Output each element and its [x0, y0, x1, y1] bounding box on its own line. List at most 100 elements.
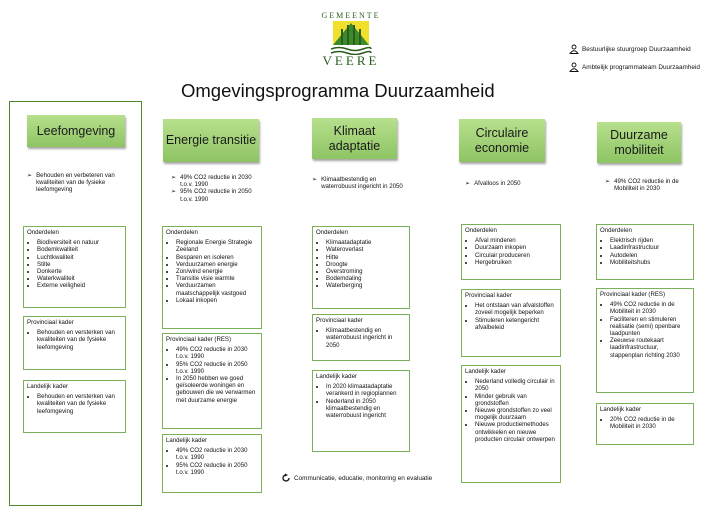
logo-bottom-text: VEERE	[322, 53, 380, 68]
list-item: Overstroming	[326, 268, 406, 275]
column-header-energie-transitie: Energie transitie	[163, 119, 259, 162]
goal-klimaat-adaptatie: ➢Klimaatbestendig en waterrobuust ingeri…	[312, 176, 410, 190]
list-item: 95% CO2 reductie in 2050 t.o.v. 1990	[176, 462, 258, 476]
column-header-leefomgeving: Leefomgeving	[27, 115, 125, 147]
card-title: Provinciaal kader	[465, 292, 512, 299]
list-item: 20% CO2 reductie in de Mobiliteit in 203…	[610, 416, 690, 430]
list-item: Hitte	[326, 254, 406, 261]
list-item: 49% CO2 reductie in 2030 t.o.v. 1990	[176, 346, 258, 360]
card-provinciaal-circulaire: Provinciaal kader Het ontstaan van afval…	[461, 289, 561, 357]
list-item: Het ontstaan van afvalstoffen zoveel mog…	[475, 302, 557, 316]
list-item: Besparen en isoleren	[176, 254, 258, 261]
column-header-duurzame-mobiliteit: Duurzame mobiliteit	[597, 122, 681, 163]
card-provinciaal-leefomgeving: Provinciaal kader Behouden en versterken…	[23, 316, 126, 370]
card-title: Onderdelen	[600, 227, 632, 234]
card-onderdelen-klimaat: Onderdelen Klimaatadaptatie Wateroverlas…	[312, 226, 410, 309]
goal-text: 49% CO2 reductie in de Mobiliteit in 203…	[614, 178, 679, 193]
arrow-icon: ➢	[171, 188, 177, 196]
list-item: Nederland in 2050 klimaatbestendig en wa…	[326, 398, 406, 420]
card-title: Provinciaal kader (RES)	[600, 291, 666, 298]
team-label: Bestuurlijke stuurgroep Duurzaamheid	[582, 45, 691, 53]
team-programmateam: Ambtelijk programmateam Duurzaamheid	[569, 62, 700, 72]
goal-text: 95% CO2 reductie in 2050 t.o.v. 1990	[180, 188, 252, 203]
card-title: Provinciaal kader (RES)	[166, 336, 232, 343]
list-item: In 2050 hebben we goed geïsoleerde wonin…	[176, 375, 258, 404]
list-item: Autodelen	[610, 252, 690, 259]
footer-communicatie: Communicatie, educatie, monitoring en ev…	[281, 473, 432, 483]
refresh-cycle-icon	[282, 473, 290, 482]
list-item: Circulair produceren	[475, 252, 557, 259]
card-provinciaal-mobiliteit: Provinciaal kader (RES) 49% CO2 reductie…	[596, 288, 694, 393]
arrow-icon: ➢	[605, 178, 611, 185]
list-item: Behouden en versterken van kwaliteiten v…	[37, 329, 122, 351]
list-item: Nieuwe grondstoffen zo veel mogelijk duu…	[475, 407, 557, 421]
card-landelijk-circulaire: Landelijk kader Nederland volledig circu…	[461, 365, 561, 483]
column-header-klimaat-adaptatie: Klimaat adaptatie	[312, 118, 397, 159]
list-item: 49% CO2 reductie in 2030 t.o.v. 1990	[176, 447, 258, 461]
list-item: Hergebruiken	[475, 259, 557, 266]
list-item: Lokaal inkopen	[176, 297, 258, 304]
list-item: Verduurzamen maatschappelijk vastgoed	[176, 282, 258, 296]
logo-top-text: GEMEENTE	[321, 11, 381, 20]
list-item: Stimuleren ketengericht afvalbeleid	[475, 317, 557, 331]
list-item: Faciliteren en stimuleren realisatie (se…	[610, 316, 690, 338]
list-item: In 2020 klimaatadaptatie verankerd in re…	[326, 383, 406, 397]
leefomgeving-outline	[9, 101, 142, 506]
card-landelijk-leefomgeving: Landelijk kader Behouden en versterken v…	[23, 380, 126, 433]
card-title: Onderdelen	[465, 227, 497, 234]
card-title: Onderdelen	[166, 229, 198, 236]
card-landelijk-mobiliteit: Landelijk kader 20% CO2 reductie in de M…	[596, 403, 694, 445]
card-title: Landelijk kader	[166, 437, 207, 444]
list-item: Transitie visie warmte	[176, 275, 258, 282]
column-header-circulaire-economie: Circulaire economie	[459, 119, 545, 162]
card-provinciaal-energie: Provinciaal kader (RES) 49% CO2 reductie…	[162, 333, 262, 429]
list-item: Minder gebruik van grondstoffen	[475, 393, 557, 407]
list-item: Mobiliteitshubs	[610, 259, 690, 266]
goal-leefomgeving: ➢Behouden en verbeteren van kwaliteiten …	[27, 172, 127, 194]
list-item: Bodemkwaliteit	[37, 246, 122, 253]
list-item: Duurzaam inkopen	[475, 244, 557, 251]
list-item: Verduurzamen energie	[176, 261, 258, 268]
arrow-icon: ➢	[27, 172, 33, 179]
goal-text: Afvalloos in 2050	[474, 180, 521, 187]
list-item: Bodemdaling	[326, 275, 406, 282]
arrow-icon: ➢	[465, 180, 471, 187]
list-item: Laadinfrastructuur	[610, 244, 690, 251]
goal-text: Klimaatbestendig en waterrobuust ingeric…	[321, 176, 403, 191]
list-item: Behouden en versterken van kwaliteiten v…	[37, 393, 122, 415]
card-landelijk-klimaat: Landelijk kader In 2020 klimaatadaptatie…	[312, 370, 410, 452]
list-item: Stilte	[37, 261, 122, 268]
list-item: Klimaatadaptatie	[326, 239, 406, 246]
list-item: Elektrisch rijden	[610, 237, 690, 244]
card-onderdelen-leefomgeving: Onderdelen Biodiversiteit en natuur Bode…	[23, 226, 126, 308]
card-title: Provinciaal kader	[316, 317, 363, 324]
list-item: Nieuwe productiemethodes ontwikkelen en …	[475, 421, 557, 443]
team-label: Ambtelijk programmateam Duurzaamheid	[582, 63, 700, 71]
arrow-icon: ➢	[312, 176, 318, 183]
list-item: Waterkwaliteit	[37, 275, 122, 282]
card-onderdelen-energie: Onderdelen Regionale Energie Strategie Z…	[162, 226, 262, 329]
list-item: Luchtkwaliteit	[37, 254, 122, 261]
goal-energie-transitie: ➢49% CO2 reductie in 2030 t.o.v. 1990 ➢9…	[171, 174, 261, 203]
list-item: Waterberging	[326, 282, 406, 289]
goal-circulaire-economie: ➢Afvalloos in 2050	[465, 180, 560, 187]
list-item: Zon/wind energie	[176, 268, 258, 275]
list-item: Biodiversiteit en natuur	[37, 239, 122, 246]
list-item: Afval minderen	[475, 237, 557, 244]
goal-text: 49% CO2 reductie in 2030 t.o.v. 1990	[180, 174, 252, 189]
goal-duurzame-mobiliteit: ➢49% CO2 reductie in de Mobiliteit in 20…	[605, 178, 697, 192]
list-item: Nederland volledig circulair in 2050	[475, 378, 557, 392]
card-title: Landelijk kader	[316, 373, 357, 380]
card-title: Landelijk kader	[600, 406, 641, 413]
list-item: Droogte	[326, 261, 406, 268]
list-item: 49% CO2 reductie in de Mobiliteit in 203…	[610, 301, 690, 315]
card-onderdelen-circulaire: Onderdelen Afval minderen Duurzaam inkop…	[461, 224, 561, 280]
list-item: Regionale Energie Strategie Zeeland	[176, 239, 258, 253]
card-title: Provinciaal kader	[27, 319, 74, 326]
list-item: Externe veiligheid	[37, 282, 122, 289]
team-stuurgroep: Bestuurlijke stuurgroep Duurzaamheid	[569, 44, 691, 54]
arrow-icon: ➢	[171, 174, 177, 181]
card-provinciaal-klimaat: Provinciaal kader Klimaatbestendig en wa…	[312, 314, 410, 361]
goal-text: Behouden en verbeteren van kwaliteiten v…	[36, 172, 115, 194]
card-title: Onderdelen	[27, 229, 59, 236]
